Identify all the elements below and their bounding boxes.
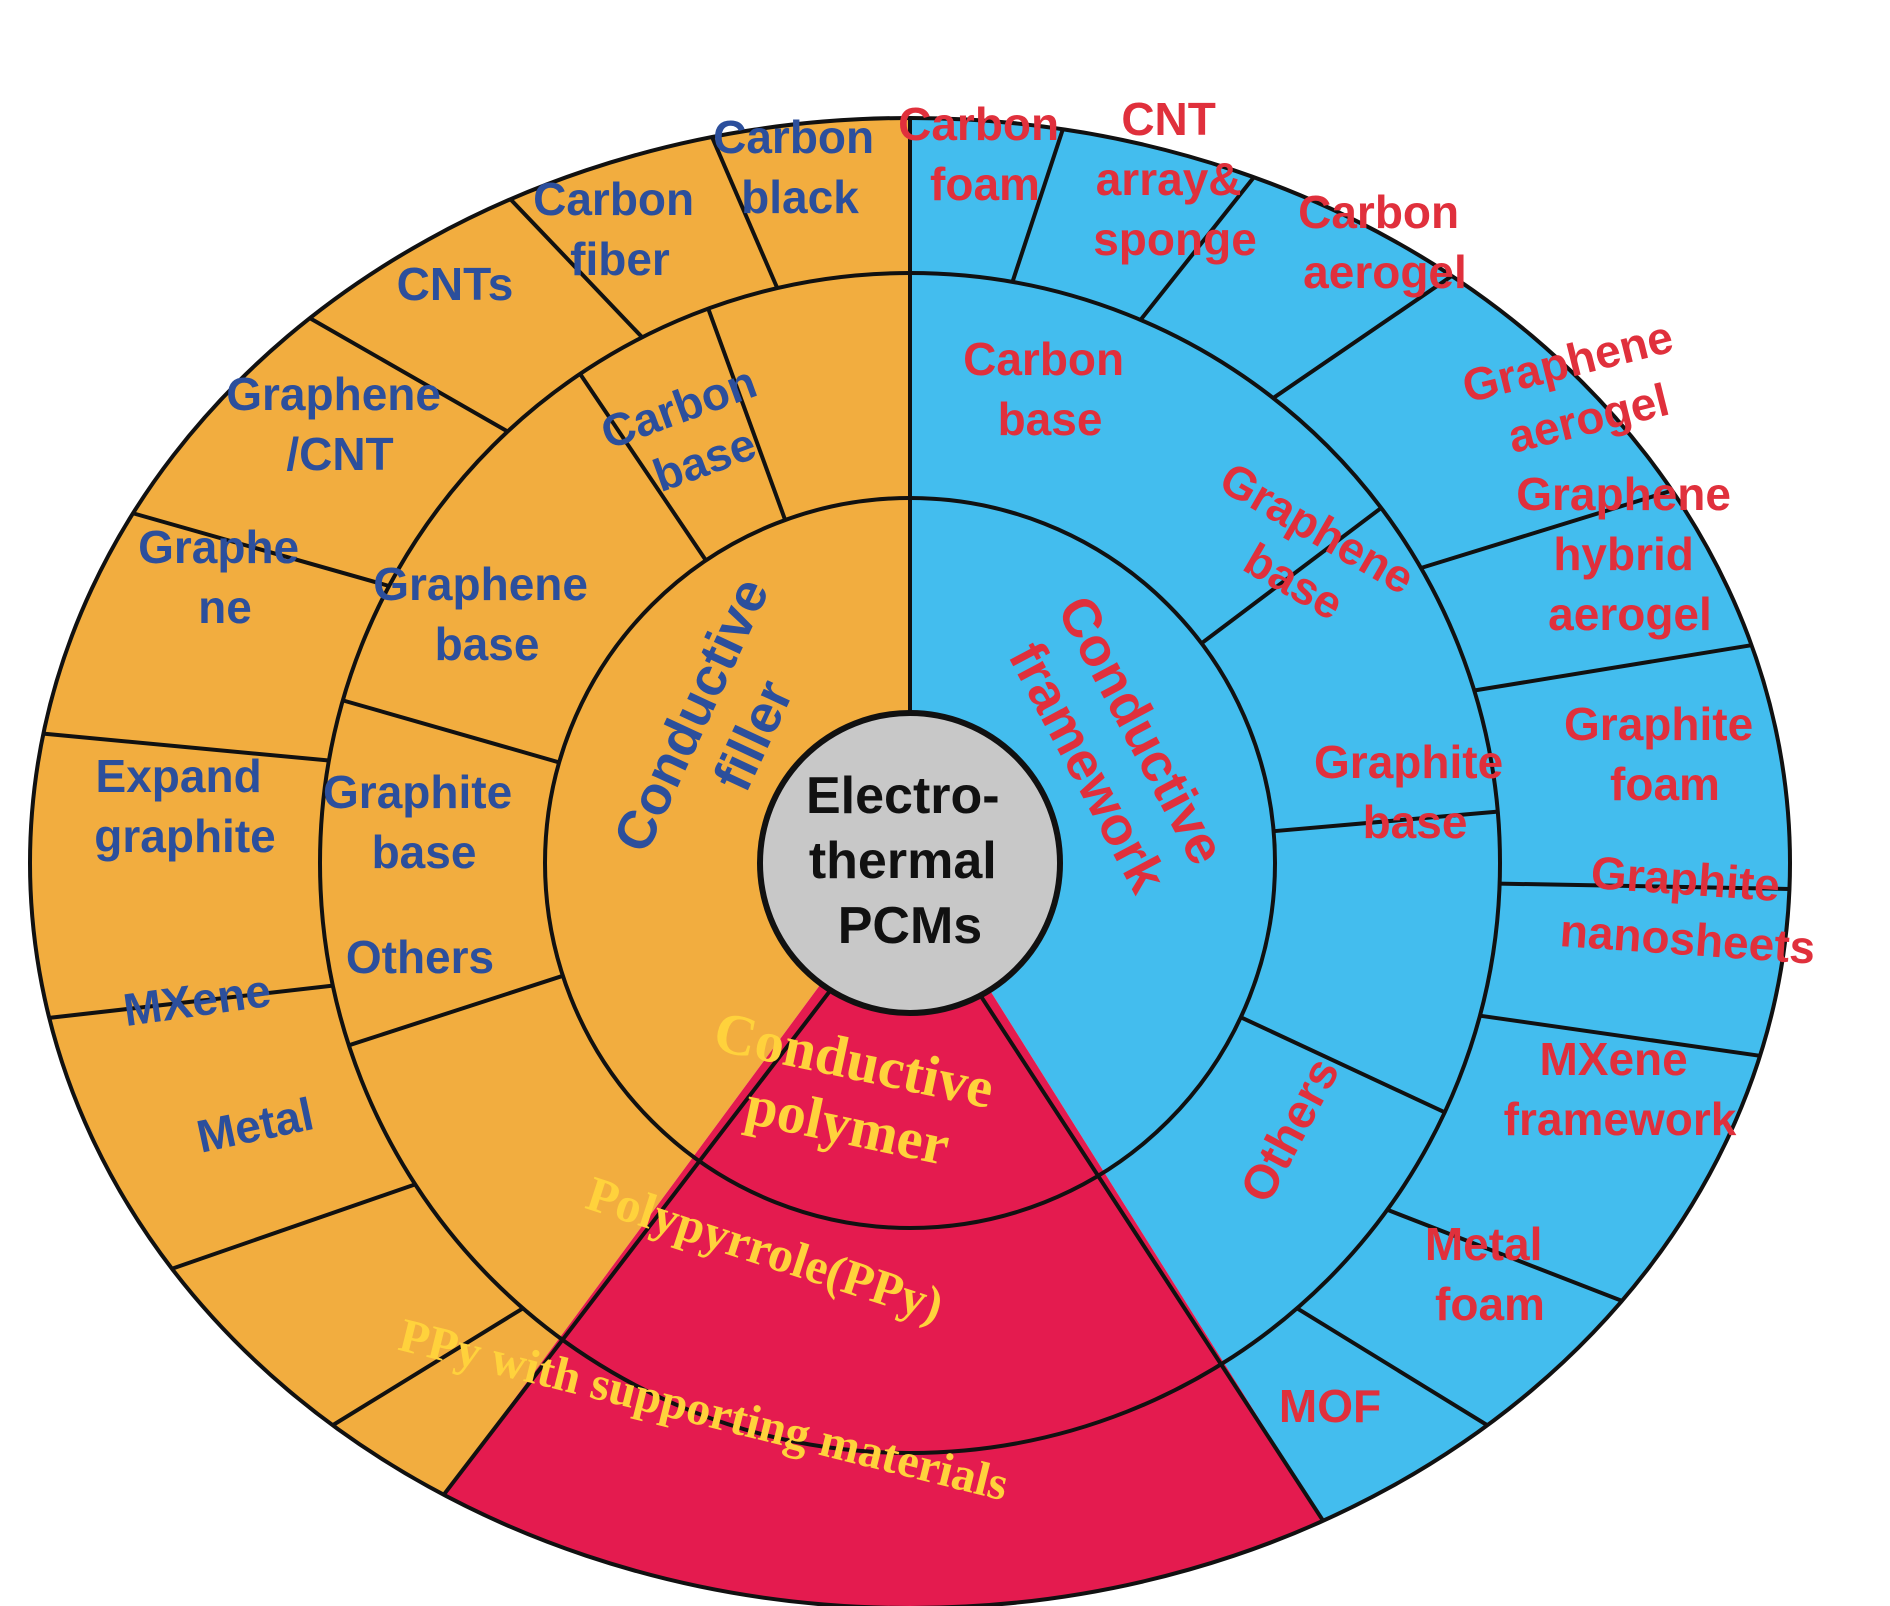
ring2-divider-6	[1239, 1015, 1446, 1115]
ring3-divider-4	[43, 731, 330, 763]
ring3-divider-7	[331, 1306, 524, 1427]
outer-ring-outline	[28, 116, 1792, 1606]
sector-conductive-filler	[30, 118, 910, 1495]
ring2-divider-1	[342, 698, 560, 765]
group-divider-1	[978, 994, 1325, 1522]
ring3-divider-0	[710, 136, 780, 289]
ring3-divider-8	[1010, 128, 1065, 283]
ring2-label-others-filler: Others	[346, 931, 494, 983]
ring3-label-cnt-array-sponge: CNT array& sponge	[1093, 93, 1257, 265]
ring3-divider-10	[1272, 274, 1453, 400]
divider-layer	[43, 118, 1790, 1522]
ring3-divider-9	[1138, 175, 1256, 322]
ring3-label-carbon-foam: Carbon foam	[898, 98, 1072, 210]
ring2-label-graphite-base-framework: Graphite base	[1314, 736, 1516, 848]
ring3-divider-14	[1479, 1013, 1761, 1058]
ring3-label-mxene-framework: MXene framework	[1504, 1033, 1737, 1145]
ring3-label-graphite-foam: Graphite foam	[1564, 698, 1766, 810]
ring3-label-expand-graphite: Expand graphite	[94, 750, 275, 862]
ring3-divider-1	[509, 197, 644, 339]
ring3-label-cnts: CNTs	[397, 258, 514, 310]
ring2-label-graphene-base-filler: Graphene base	[373, 558, 601, 670]
ring3-divider-13	[1499, 881, 1790, 891]
ring3-divider-6	[171, 1182, 416, 1271]
ring2-divider-5	[1273, 809, 1498, 834]
center-label: Electro- thermal PCMs	[806, 767, 1014, 955]
ring3-label-carbon-black: Carbon black	[713, 111, 887, 223]
ring3-label-carbon-fiber: Carbon fiber	[533, 173, 707, 285]
center-disc	[757, 710, 1063, 1016]
ring2-divider-0	[578, 372, 708, 562]
ring3-label-metal-foam: Metal foam	[1425, 1218, 1555, 1330]
ring3-divider-3	[132, 511, 390, 588]
ring3-divider-16	[1296, 1306, 1489, 1427]
sector-conductive-framework	[910, 118, 1790, 1521]
ring3-divider-2	[308, 316, 509, 434]
ring3-divider-11	[1420, 488, 1673, 570]
group-divider-2	[442, 988, 833, 1497]
ring1-outline	[543, 496, 1277, 1230]
ring3-label-graphene: Graphe ne	[138, 521, 312, 633]
ring2-label-graphite-base-filler: Graphite base	[323, 766, 525, 878]
ring2-divider-3	[706, 307, 788, 521]
ring-outline-layer	[28, 116, 1792, 1606]
ring3-label-carbon-aerogel: Carbon aerogel	[1298, 186, 1472, 298]
ring3-divider-12	[1473, 643, 1752, 693]
ring2-label-carbon-base-framework: Carbon base	[963, 333, 1137, 445]
ring2-divider-4	[1200, 506, 1383, 645]
ring3-label-mof: MOF	[1279, 1380, 1381, 1432]
ring3-label-graphene-cnt: Graphene /CNT	[226, 368, 454, 480]
ring3-divider-15	[1386, 1207, 1623, 1303]
ring2-outline	[318, 271, 1502, 1455]
ring3-divider-5	[49, 983, 334, 1020]
ring2-divider-2	[348, 973, 564, 1048]
ring3-label-graphene-hybrid-aerogel: Graphene hybrid aerogel	[1516, 468, 1744, 640]
